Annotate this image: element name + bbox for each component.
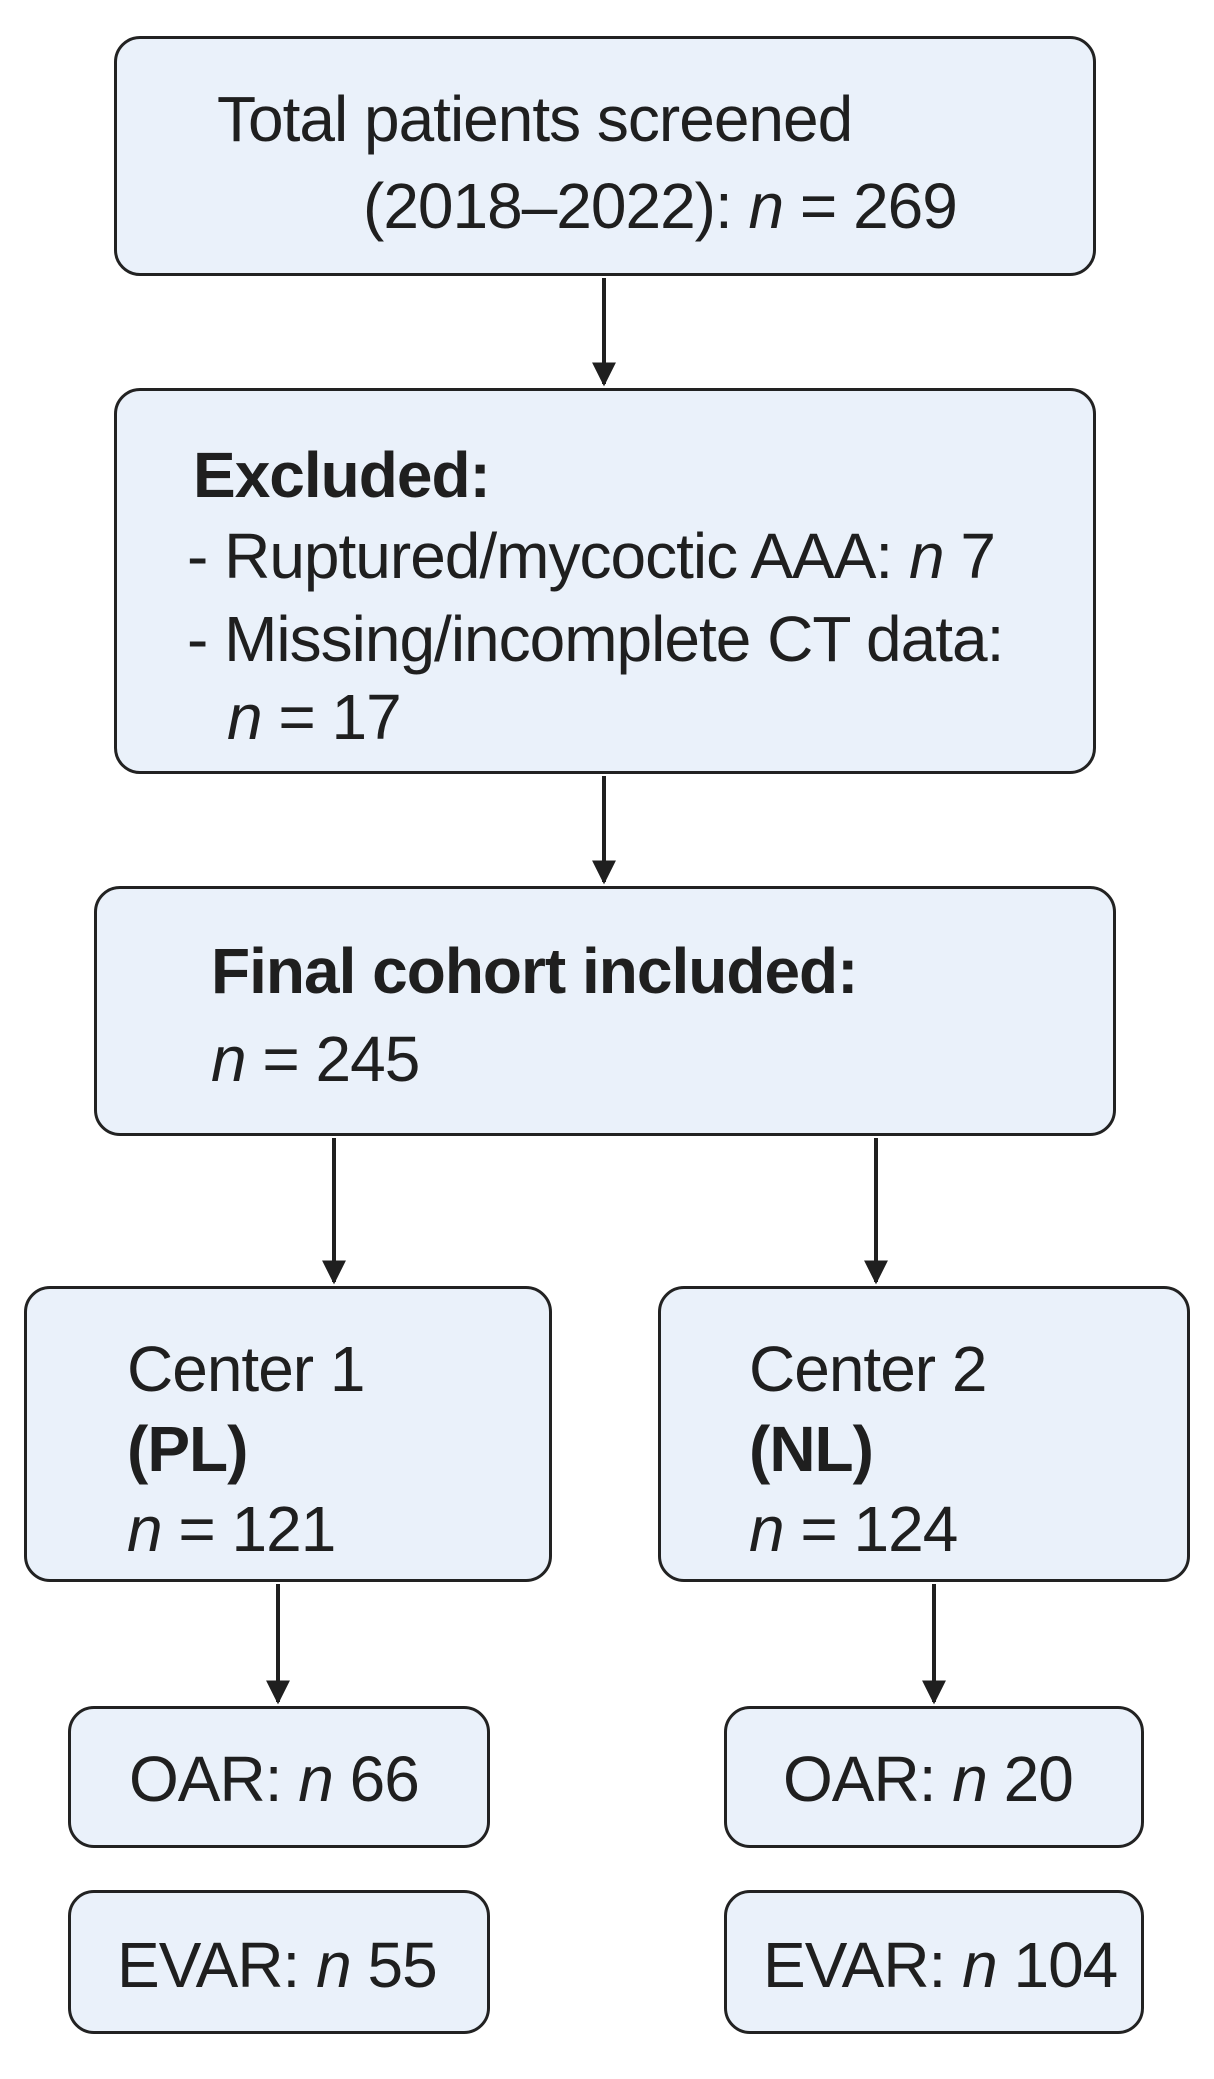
center1-box: Center 1 (PL) n = 121 — [24, 1286, 552, 1582]
center1-evar-text: EVAR: n 55 — [117, 1933, 438, 1997]
center1-oar-label: OAR: — [129, 1743, 282, 1815]
center1-oar-n-symbol: n — [298, 1743, 334, 1815]
center1-country: (PL) — [127, 1413, 248, 1485]
screened-value: = 269 — [799, 170, 958, 242]
center1-oar-value: 66 — [349, 1743, 420, 1815]
center2-country: (NL) — [749, 1413, 874, 1485]
excluded-missing-count: n = 17 — [227, 685, 402, 749]
center1-value: = 121 — [178, 1493, 336, 1565]
center2-title: Center 2 — [749, 1333, 987, 1405]
center1-title: Center 1 — [127, 1333, 365, 1405]
center1-evar-value: 55 — [367, 1929, 437, 2001]
screened-count: (2018–2022): n = 269 — [363, 174, 958, 238]
center2-evar-box: EVAR: n 104 — [724, 1890, 1144, 2034]
center2-evar-text: EVAR: n 104 — [763, 1933, 1118, 1997]
excluded-missing-value: = 17 — [278, 681, 401, 753]
center2-evar-value: 104 — [1013, 1929, 1118, 2001]
center2-oar-box: OAR: n 20 — [724, 1706, 1144, 1848]
excluded-ruptured-label: - Ruptured/mycoctic AAA: — [187, 520, 893, 592]
center2-value: = 124 — [800, 1493, 958, 1565]
excluded-box: Excluded: - Ruptured/mycoctic AAA: n 7 -… — [114, 388, 1096, 774]
center1-count: n = 121 — [127, 1497, 336, 1561]
center2-oar-n-symbol: n — [952, 1743, 988, 1815]
center1-n-symbol: n — [127, 1493, 163, 1565]
center2-n-symbol: n — [749, 1493, 785, 1565]
excluded-title: Excluded: — [193, 439, 491, 511]
final-cohort-box: Final cohort included: n = 245 — [94, 886, 1116, 1136]
excluded-ruptured-n-symbol: n — [908, 520, 945, 592]
screened-n-symbol: n — [748, 170, 785, 242]
excluded-missing-n-symbol: n — [227, 681, 263, 753]
center2-oar-label: OAR: — [783, 1743, 936, 1815]
screened-box: Total patients screened (2018–2022): n =… — [114, 36, 1096, 276]
center1-evar-n-symbol: n — [316, 1929, 352, 2001]
final-cohort-value: = 245 — [262, 1023, 420, 1095]
final-cohort-count: n = 245 — [211, 1027, 420, 1091]
center1-oar-text: OAR: n 66 — [129, 1747, 420, 1811]
center2-evar-n-symbol: n — [962, 1929, 998, 2001]
center2-evar-label: EVAR: — [763, 1929, 946, 2001]
screened-title: Total patients screened — [217, 83, 853, 155]
center1-evar-label: EVAR: — [117, 1929, 300, 2001]
excluded-missing-item: - Missing/incomplete CT data: — [187, 603, 1004, 675]
final-cohort-n-symbol: n — [211, 1023, 247, 1095]
excluded-ruptured-item: - Ruptured/mycoctic AAA: n 7 — [187, 524, 996, 588]
center2-box: Center 2 (NL) n = 124 — [658, 1286, 1190, 1582]
center1-evar-box: EVAR: n 55 — [68, 1890, 490, 2034]
center1-oar-box: OAR: n 66 — [68, 1706, 490, 1848]
final-cohort-title: Final cohort included: — [211, 935, 858, 1007]
excluded-ruptured-value: 7 — [960, 520, 996, 592]
screened-years: (2018–2022): — [363, 170, 733, 242]
center2-oar-text: OAR: n 20 — [783, 1747, 1074, 1811]
center2-oar-value: 20 — [1003, 1743, 1074, 1815]
center2-count: n = 124 — [749, 1497, 958, 1561]
